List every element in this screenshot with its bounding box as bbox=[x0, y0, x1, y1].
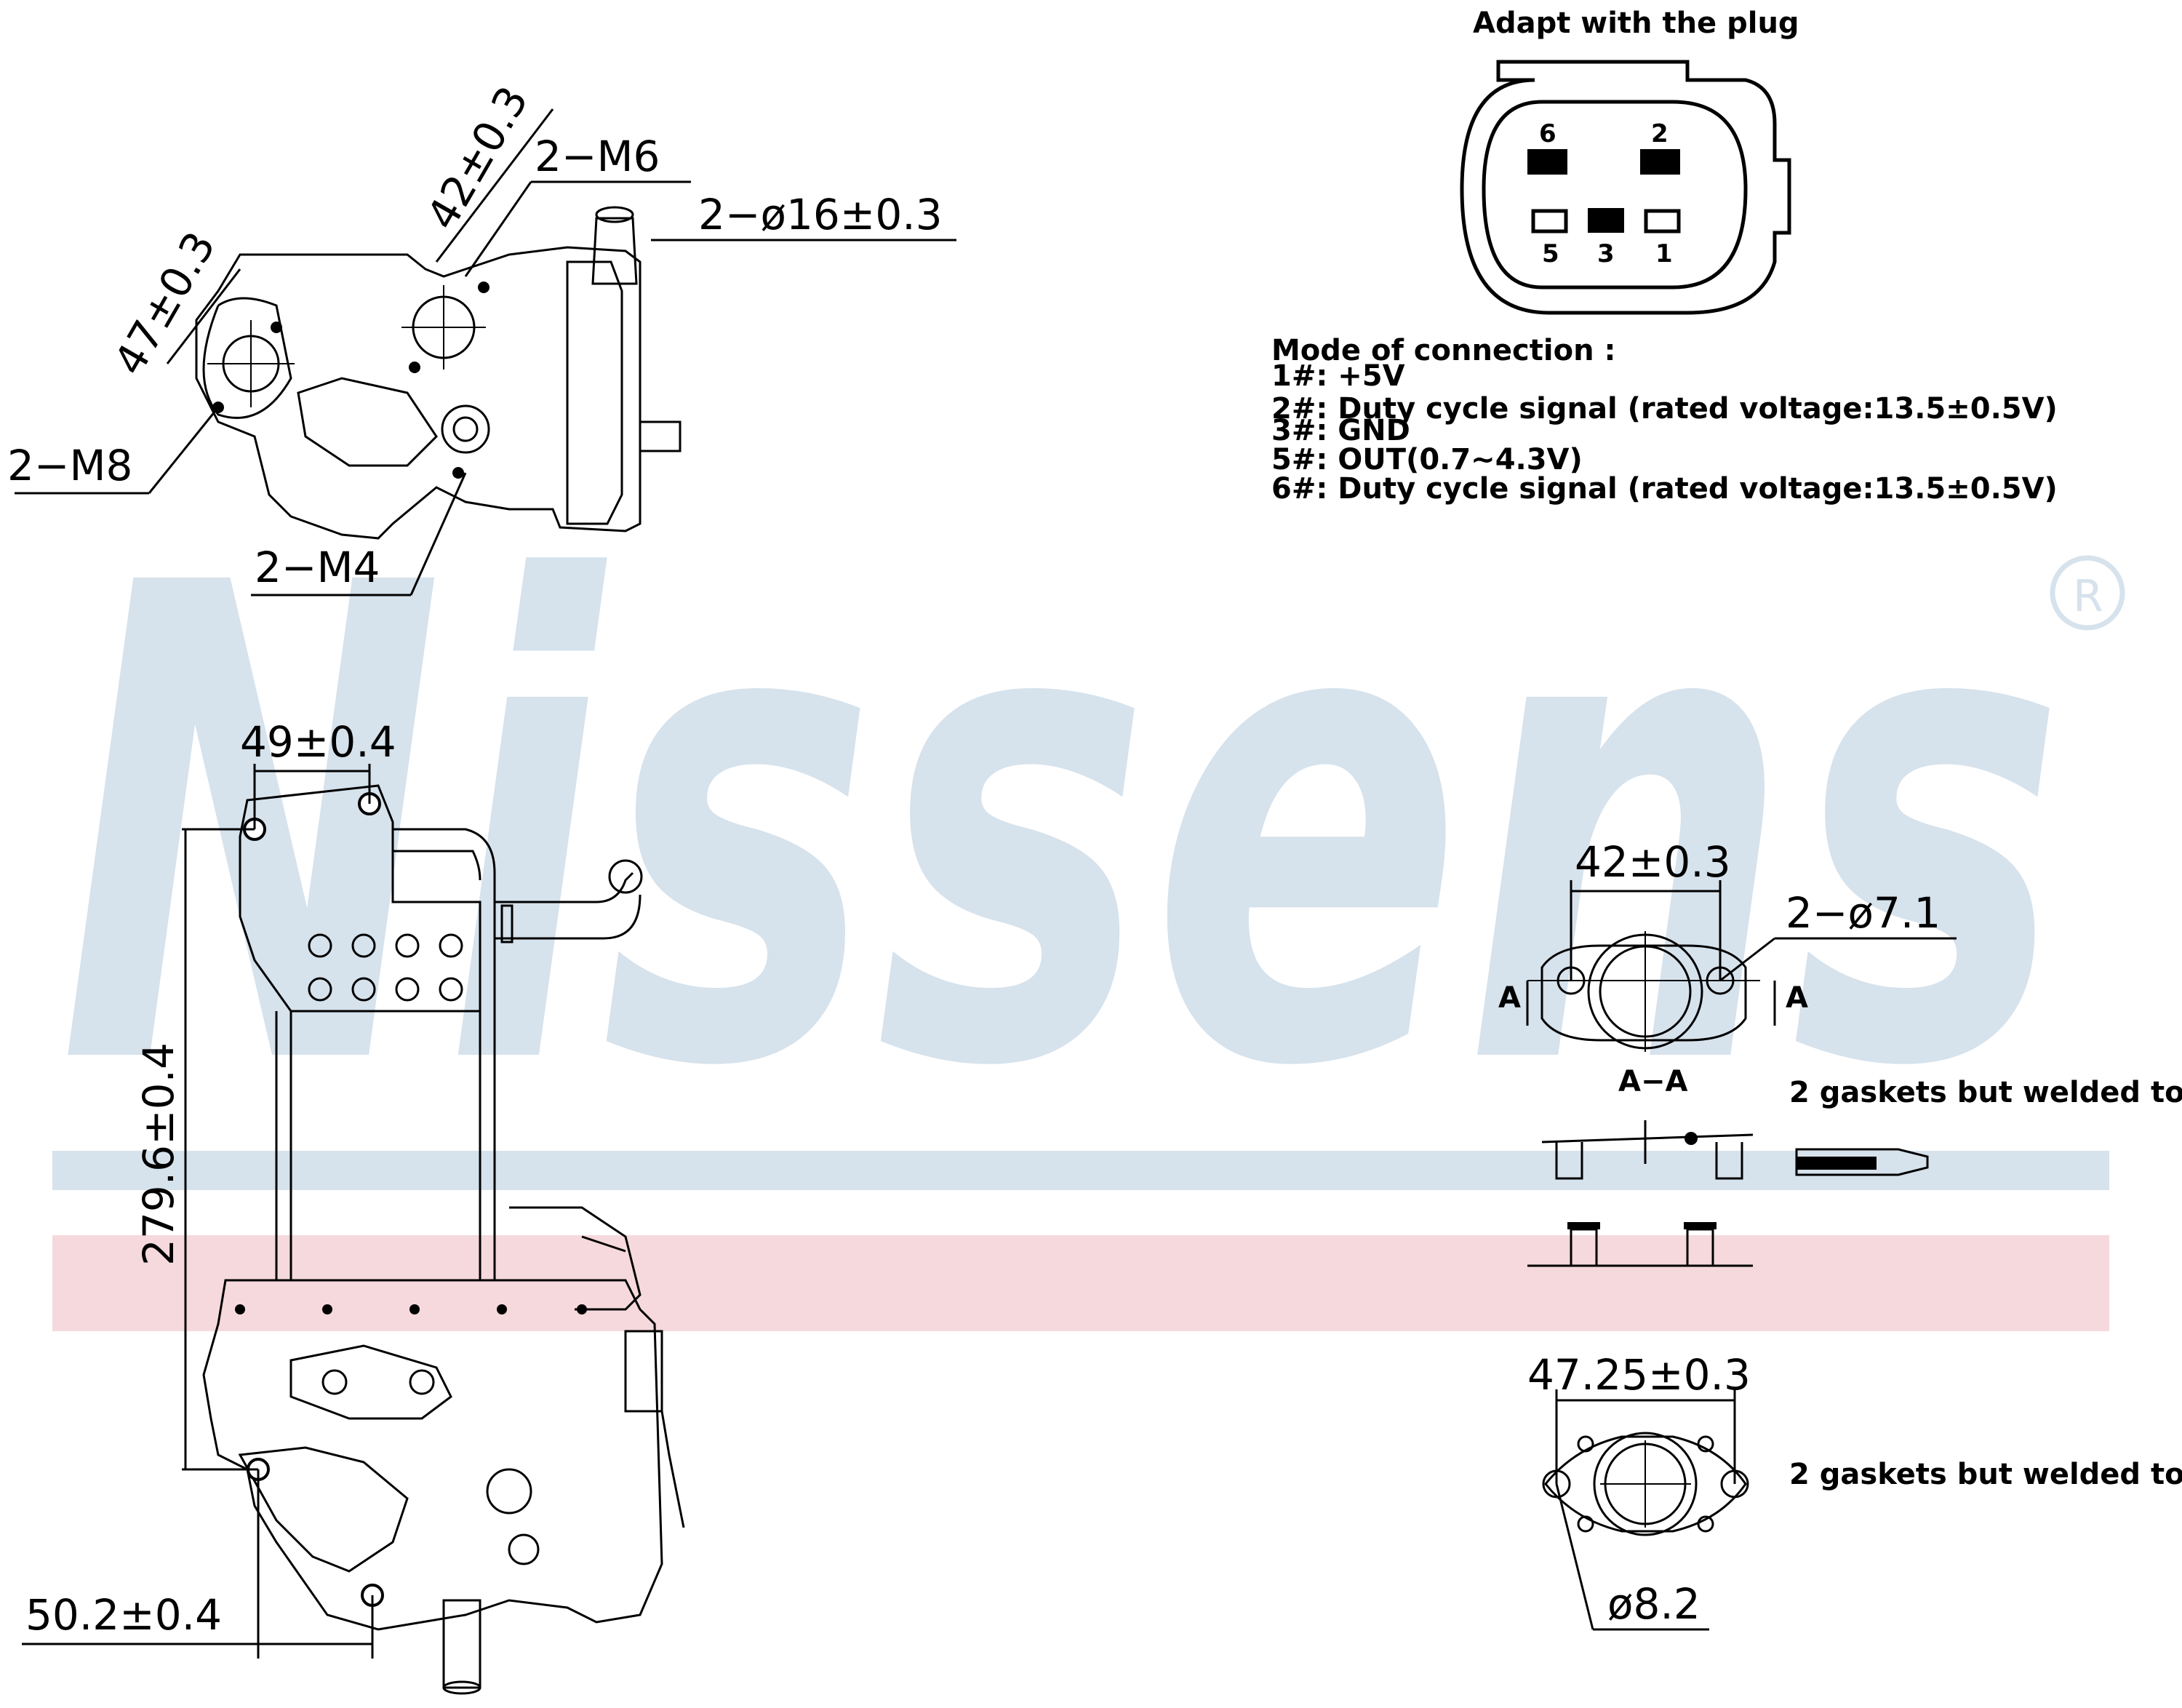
plug-title: Adapt with the plug bbox=[1473, 7, 1799, 40]
flange-a-width: 42±0.3 bbox=[1575, 837, 1731, 887]
connection-line-5: 5#: OUT(0.7~4.3V) bbox=[1271, 443, 1583, 476]
connection-line-2: 2#: Duty cycle signal (rated voltage:13.… bbox=[1271, 392, 2058, 426]
pin-6-terminal bbox=[1527, 149, 1567, 175]
bolt-row bbox=[235, 1304, 587, 1314]
connection-line-1: 1#: +5V bbox=[1271, 359, 1405, 393]
label-50-2: 50.2±0.4 bbox=[25, 1590, 222, 1640]
label-2-d16: 2−ø16±0.3 bbox=[698, 190, 943, 239]
plug-connector: Adapt with the plug 6 2 5 3 1 bbox=[1460, 7, 1799, 315]
connection-line-6: 6#: Duty cycle signal (rated voltage:13.… bbox=[1271, 472, 2058, 506]
pin-label-6: 6 bbox=[1539, 119, 1556, 148]
pin-2-terminal bbox=[1640, 149, 1680, 175]
label-2-m4: 2−M4 bbox=[255, 543, 380, 592]
registered-mark: R bbox=[2073, 571, 2103, 622]
flange-b-width: 47.25±0.3 bbox=[1527, 1350, 1751, 1400]
front-view-drawing bbox=[202, 784, 685, 1695]
label-42: 42±0.3 bbox=[417, 78, 537, 238]
flange-a-holes: 2−ø7.1 bbox=[1786, 888, 1941, 938]
section-title: A−A bbox=[1618, 1065, 1687, 1098]
flange-b-drawing: 47.25±0.3 ø8.2 2 gaskets but welded to 1 bbox=[1527, 1350, 2182, 1631]
pin-3-terminal bbox=[1588, 208, 1624, 233]
pin-label-1: 1 bbox=[1655, 239, 1673, 268]
connection-description: Mode of connection : 1#: +5V 2#: Duty cy… bbox=[1271, 334, 2058, 506]
bracket-holes-grid bbox=[308, 933, 463, 1002]
connection-line-3: 3#: GND bbox=[1271, 414, 1410, 447]
top-view-drawing bbox=[195, 206, 682, 540]
watermark-band-pink bbox=[52, 1235, 2109, 1331]
section-mark-left: A bbox=[1498, 981, 1521, 1015]
label-47: 47±0.3 bbox=[104, 223, 225, 383]
label-2-m8: 2−M8 bbox=[7, 441, 132, 490]
pin-label-2: 2 bbox=[1651, 119, 1669, 148]
label-279-6: 279.6±0.4 bbox=[134, 1042, 183, 1266]
pin-label-5: 5 bbox=[1542, 239, 1559, 268]
front-view-dimensions: 49±0.4 279.6±0.4 50.2±0.4 bbox=[22, 717, 396, 1659]
pin-label-3: 3 bbox=[1597, 239, 1615, 268]
watermark-band-blue bbox=[52, 1151, 2109, 1190]
flange-b-hole: ø8.2 bbox=[1607, 1579, 1701, 1629]
flange-a-note: 2 gaskets but welded to 1 bbox=[1789, 1076, 2182, 1109]
pin-5-terminal bbox=[1531, 209, 1568, 234]
flange-b-note: 2 gaskets but welded to 1 bbox=[1789, 1458, 2182, 1491]
section-mark-right: A bbox=[1786, 981, 1808, 1015]
label-49: 49±0.4 bbox=[240, 717, 396, 767]
registered-mark-icon bbox=[2050, 555, 2125, 631]
connection-heading: Mode of connection : bbox=[1271, 334, 1615, 367]
flange-a-drawing: A A 42±0.3 2−ø7.1 A−A 2 gaskets but weld… bbox=[1498, 837, 2182, 1267]
label-2-m6: 2−M6 bbox=[535, 132, 660, 181]
pin-1-terminal bbox=[1644, 209, 1681, 234]
